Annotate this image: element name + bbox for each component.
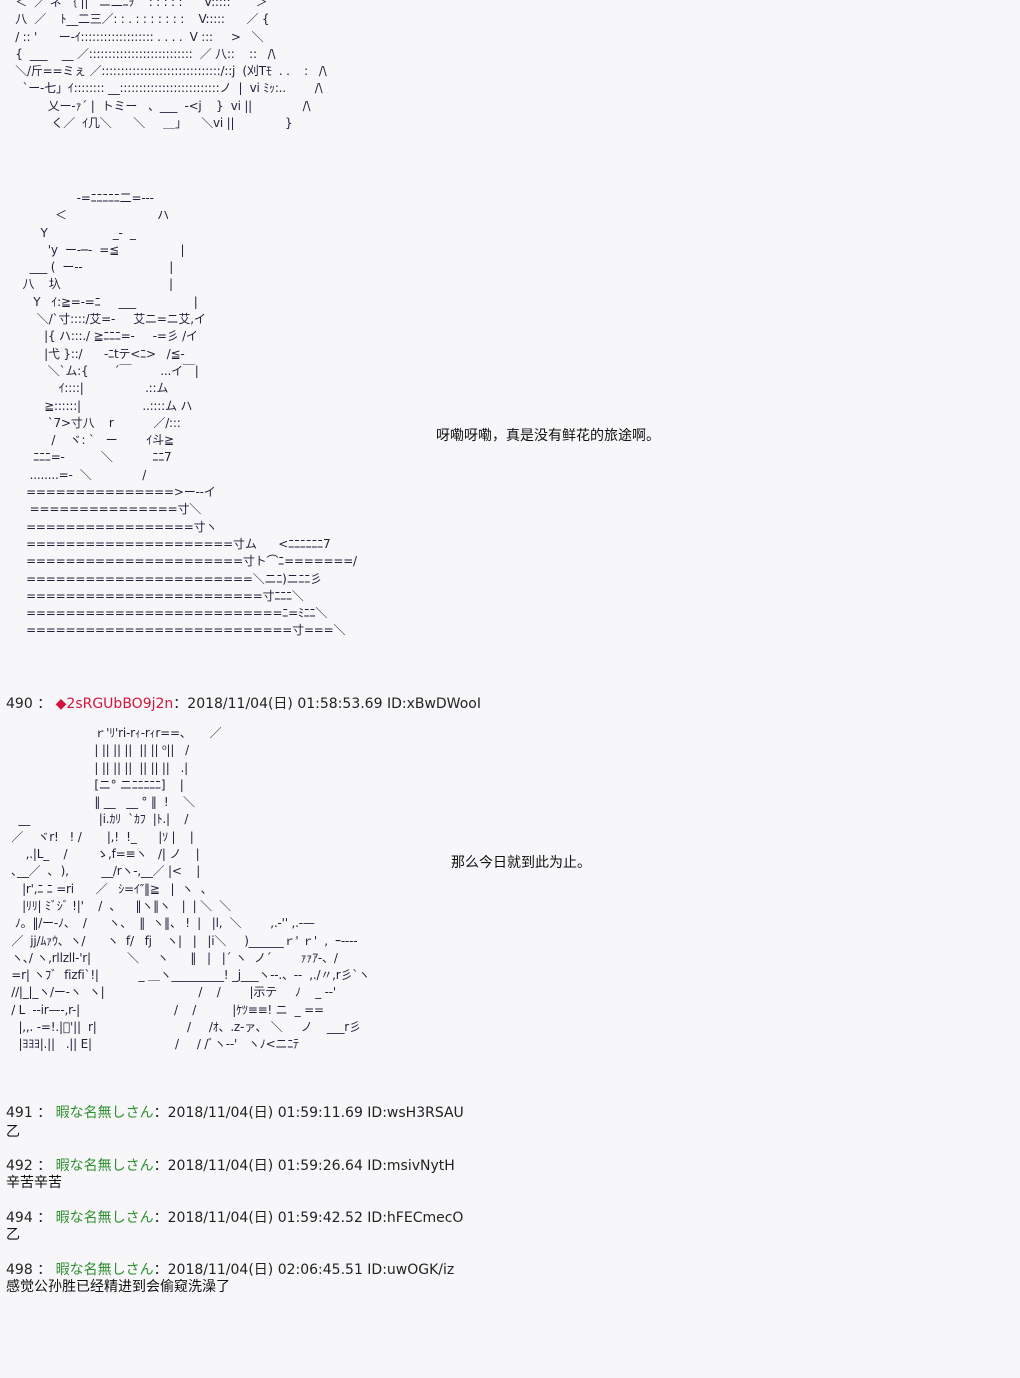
post-number[interactable]: 490 bbox=[6, 696, 33, 712]
post-separator: ： bbox=[37, 1210, 52, 1226]
post-body: 辛苦辛苦 bbox=[6, 1175, 62, 1191]
post-separator: ： bbox=[37, 696, 52, 712]
post-separator: ： bbox=[37, 1158, 52, 1174]
post-header: 498 ： 暇な名無しさん：2018/11/04(日) 02:06:45.51 … bbox=[6, 1259, 454, 1279]
post-number[interactable]: 494 bbox=[6, 1210, 33, 1226]
post-meta: ：2018/11/04(日) 02:06:45.51 ID:uwOGK/iz bbox=[153, 1262, 455, 1278]
dialogue-line: 那么今日就到此为止。 bbox=[451, 855, 591, 871]
post-meta: ：2018/11/04(日) 01:59:26.64 ID:msivNytH bbox=[153, 1158, 455, 1174]
post-body: 乙 bbox=[6, 1124, 20, 1140]
post-meta: ：2018/11/04(日) 01:59:11.69 ID:wsH3RSAU bbox=[153, 1105, 464, 1121]
poster-name: 暇な名無しさん bbox=[55, 1105, 154, 1121]
ascii-art-character: -=ﾆﾆﾆﾆﾆ二=--‐ ＜ ハ Y _‐ _ 'y ー‐─‐ =≦ | ___… bbox=[22, 191, 357, 638]
post-header: 491 ： 暇な名無しさん：2018/11/04(日) 01:59:11.69 … bbox=[6, 1102, 464, 1122]
ascii-art-top: ＜ ／ ネ ｛ || ニ二ﾆｦ : : : : : V::::: ＞ 八 ／ ﾄ… bbox=[15, 0, 327, 131]
post-body: 乙 bbox=[6, 1227, 20, 1243]
post-body: 感觉公孙胜已经精进到会偷窥洗澡了 bbox=[6, 1279, 230, 1295]
poster-trip-name: ◆2sRGUbBO9j2n bbox=[55, 696, 174, 712]
post-number[interactable]: 492 bbox=[6, 1158, 33, 1174]
poster-name: 暇な名無しさん bbox=[55, 1262, 154, 1278]
post-meta: ：2018/11/04(日) 01:59:42.52 ID:hFECmecO bbox=[153, 1210, 464, 1226]
post-separator: ： bbox=[37, 1105, 52, 1121]
poster-name: 暇な名無しさん bbox=[55, 1158, 154, 1174]
dialogue-line: 呀嘞呀嘞，真是没有鲜花的旅途啊。 bbox=[436, 428, 660, 444]
poster-name: 暇な名無しさん bbox=[55, 1210, 154, 1226]
post-separator: ： bbox=[37, 1262, 52, 1278]
post-number[interactable]: 498 bbox=[6, 1262, 33, 1278]
post-number[interactable]: 491 bbox=[6, 1105, 33, 1121]
ascii-art-scene: ｒ'ﾘ'ri-rｨ-rｨr==、 ／ | || || || || || ⁰|| … bbox=[11, 726, 370, 1052]
post-header: 494 ： 暇な名無しさん：2018/11/04(日) 01:59:42.52 … bbox=[6, 1207, 463, 1227]
post-header: 492 ： 暇な名無しさん：2018/11/04(日) 01:59:26.64 … bbox=[6, 1155, 455, 1175]
post-meta: ：2018/11/04(日) 01:58:53.69 ID:xBwDWooI bbox=[173, 696, 481, 712]
post-header: 490 ： ◆2sRGUbBO9j2n：2018/11/04(日) 01:58:… bbox=[6, 693, 481, 713]
